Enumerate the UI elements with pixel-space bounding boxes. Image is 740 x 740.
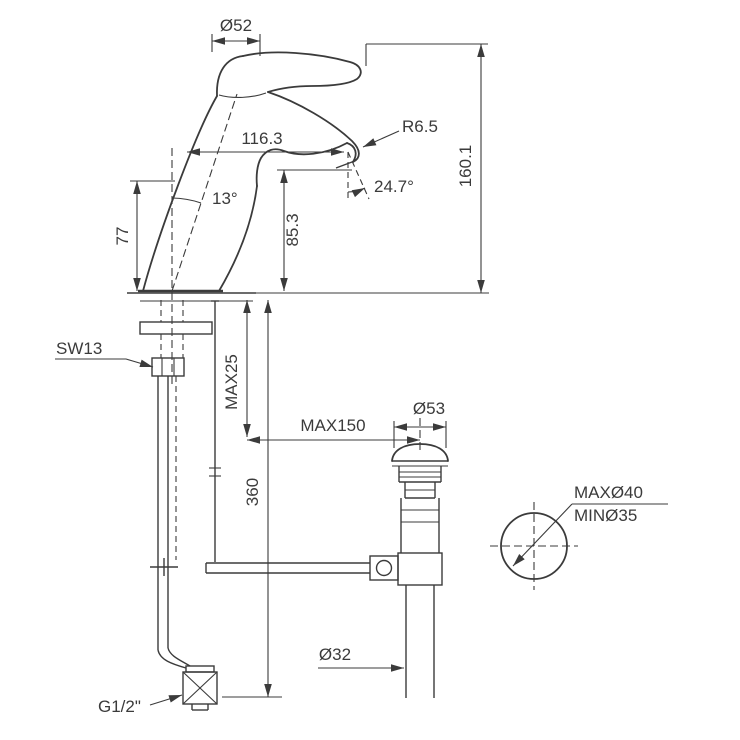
leader-line: [149, 694, 183, 706]
tilted-body-axis-line: [171, 93, 238, 292]
supply-hose-and-lift-rod: [150, 300, 370, 711]
mounting-plate: [139, 321, 213, 335]
body-tilt-angle-label: 13°: [212, 189, 238, 208]
hole-leader-line: [512, 503, 573, 567]
leader-line: [362, 130, 400, 148]
hole-diameter-max-label: MAXØ40: [574, 483, 643, 502]
hole-diameter-min-label: MINØ35: [574, 506, 637, 525]
leader-line: [55, 358, 154, 368]
max-deck-thickness-label: MAX25: [222, 354, 241, 410]
centerlines: [171, 93, 421, 452]
mounting-deck: [127, 292, 489, 377]
tilt-angle-arc: [171, 197, 202, 204]
wrench-size-label: SW13: [56, 339, 102, 358]
flange-diameter-label: Ø53: [413, 399, 445, 418]
mounting-hole-detail: [490, 502, 668, 590]
overall-height-label: 160.1: [456, 145, 475, 188]
angle-flow-line: [347, 151, 370, 200]
spout-drip-edge: [335, 161, 353, 169]
dimension-outlet-angle: [347, 151, 370, 200]
dimension-outlet-height: [277, 169, 352, 291]
flange-dome: [391, 443, 449, 462]
dimension-spout-cap-diameter: [211, 34, 261, 56]
dimension-overall-height: [365, 43, 488, 293]
dimension-spout-radius: [362, 130, 400, 148]
max-rod-offset-label: MAX150: [300, 416, 365, 435]
outlet-height-label: 85.3: [283, 213, 302, 246]
tailpipe-diameter-label: Ø32: [319, 645, 351, 664]
dimension-flange-diameter: [393, 421, 447, 448]
spout-cap-diameter-label: Ø52: [220, 16, 252, 35]
ball-joint-housing: [369, 555, 399, 581]
handle-outline: [242, 51, 362, 93]
dimension-rear-height: [130, 180, 175, 291]
dimension-wrench-size: [55, 358, 154, 368]
cap-body-joint-line: [218, 92, 267, 98]
hose-bend-right: [167, 647, 191, 667]
ball-joint: [375, 559, 393, 577]
spout-inner-edge: [255, 142, 348, 187]
cap-outline: [216, 55, 244, 97]
spout-radius-label: R6.5: [402, 117, 438, 136]
spout-reach-label: 116.3: [241, 129, 282, 148]
body-front-edge: [218, 185, 258, 292]
body-left-edge: [142, 95, 218, 292]
dimension-hose-length: [222, 300, 282, 698]
mounting-nut: [151, 357, 185, 377]
drain-assembly: [369, 443, 449, 698]
hose-bend-left: [157, 649, 187, 669]
outlet-angle-label: 24.7°: [374, 177, 414, 196]
hose-length-label: 360: [243, 478, 262, 506]
inlet-fitting-nut: [182, 671, 218, 705]
rear-height-label: 77: [113, 227, 132, 246]
dimension-labels: Ø52 116.3 R6.5 24.7° 13° 160.1 85.3 77 S…: [56, 16, 643, 716]
spout-outer-edge: [267, 91, 360, 163]
inlet-thread-label: G1/2": [98, 697, 141, 716]
fitting-hatch-line: [182, 671, 218, 705]
spout-tip-curl: [346, 142, 357, 163]
rod-housing: [397, 552, 443, 586]
dimension-inlet-thread: [149, 694, 183, 706]
angle-arc: [347, 187, 366, 198]
fitting-collar: [185, 665, 215, 673]
faucet-outline: [138, 51, 362, 293]
